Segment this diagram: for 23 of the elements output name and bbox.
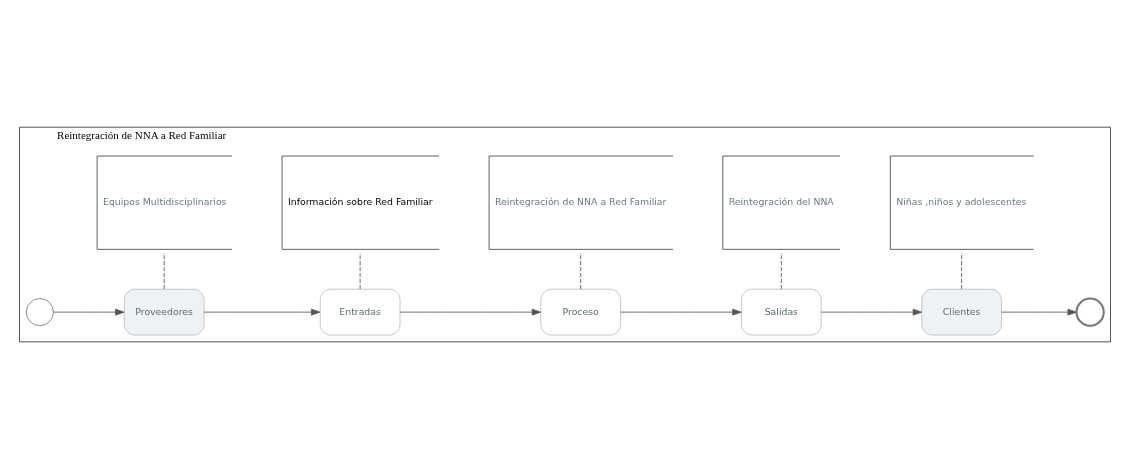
- connector: [780, 252, 782, 289]
- arrow: [820, 308, 923, 316]
- node-circle: [1075, 297, 1105, 327]
- node-box: Proceso: [540, 288, 621, 335]
- connector: [961, 252, 963, 289]
- node-box: Entradas: [319, 288, 401, 335]
- connector: [163, 252, 165, 289]
- connector: [359, 252, 361, 289]
- node-text: Niñas ,niños y adolescentes: [896, 195, 1027, 207]
- node-text: Información sobre Red Familiar: [288, 195, 433, 207]
- arrow: [399, 308, 542, 316]
- node-text: Equipos Multidisciplinarios: [103, 195, 227, 207]
- node-text: Reintegración de NNA a Red Familiar: [495, 195, 667, 207]
- arrow: [1001, 308, 1077, 316]
- arrow: [620, 308, 742, 316]
- connector: [580, 252, 582, 289]
- node-box: Salidas: [741, 288, 822, 335]
- arrow: [53, 308, 125, 316]
- node-box: Proveedores: [123, 288, 205, 335]
- arrow: [203, 308, 321, 316]
- node-circle: [25, 297, 54, 326]
- node-text: Reintegración del NNA: [728, 195, 834, 207]
- node-box: Clientes: [921, 288, 1002, 335]
